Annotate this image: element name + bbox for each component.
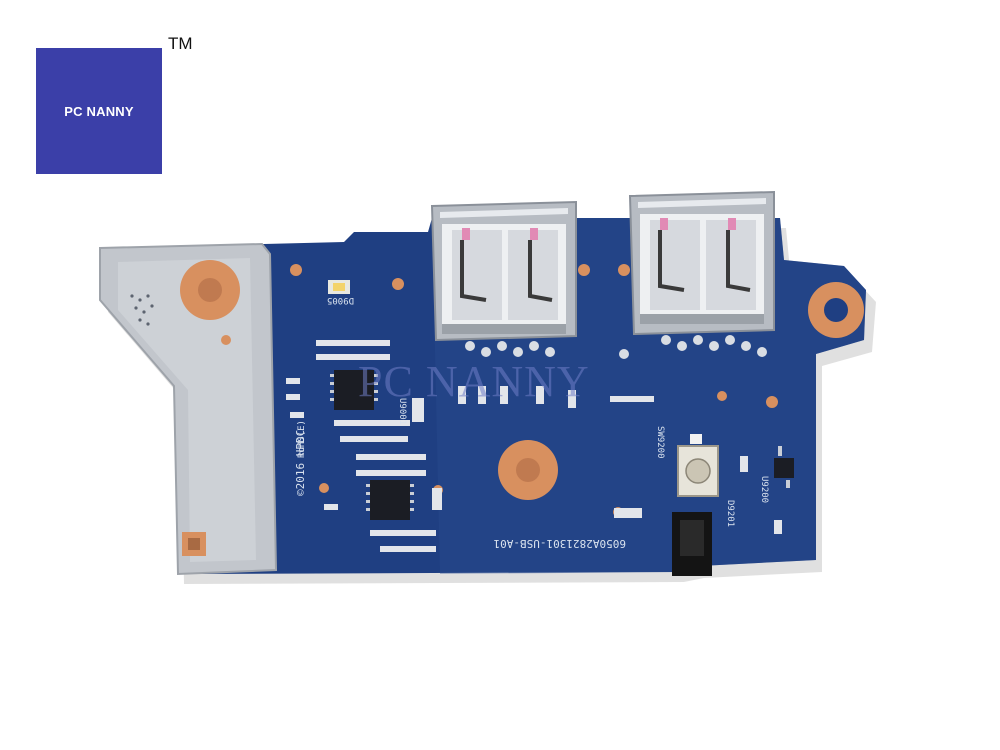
usb-solder-pins (465, 335, 767, 359)
ic-chip-upper (330, 370, 378, 410)
ref-d9005: D9005 (327, 295, 354, 305)
mounting-pad-center (498, 440, 558, 500)
copyright-label: ©2016 HPDC (294, 430, 307, 496)
mounting-pad-right (808, 282, 864, 338)
usb-a-port-icon (628, 190, 775, 336)
push-button-icon (677, 434, 719, 497)
part-number-label: 6050A2821301-USB-A01 (494, 537, 626, 550)
mounting-pad-left (180, 260, 240, 320)
trademark-symbol: TM (168, 34, 193, 53)
ref-sw9200: SW9200 (655, 426, 665, 459)
rohs-label: RoHS(E) (297, 420, 307, 458)
ic-chip-lower (366, 480, 414, 520)
ref-u9200: U9200 (759, 476, 769, 503)
smd-components (286, 340, 782, 552)
led-icon (328, 280, 350, 294)
usb-a-port-icon (430, 200, 577, 342)
ref-u9001: U9001 (397, 398, 407, 425)
ic-chip-small (774, 446, 794, 488)
brand-logo-text: PC NANNY (64, 103, 134, 119)
brand-logo: PC NANNY (36, 48, 162, 174)
black-connector (672, 512, 712, 576)
watermark-text: PC NANNY (358, 357, 590, 406)
ref-d9201: D9201 (725, 500, 735, 527)
